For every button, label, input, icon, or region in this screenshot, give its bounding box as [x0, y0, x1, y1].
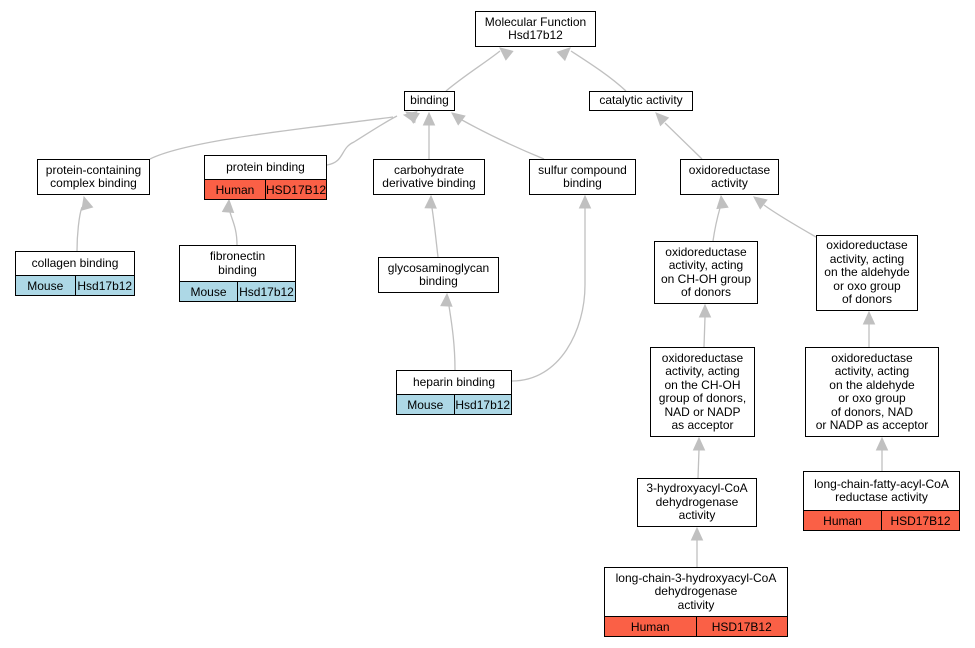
edge-catalytic-to-mf	[570, 50, 627, 92]
node-heparin-binding[interactable]: heparin binding Mouse Hsd17b12	[396, 370, 512, 415]
arrowhead-heparin-to-gag	[440, 292, 453, 307]
collagen-binding-species: Mouse	[16, 276, 76, 295]
node-protein-containing-complex-binding-label: protein-containing complex binding	[45, 162, 142, 190]
node-fibronectin-binding[interactable]: fibronectin binding Mouse Hsd17b12	[179, 245, 296, 302]
node-long-chain-3-hydroxyacyl-coa-dehydrogenase-label: long-chain-3-hydroxyacyl-CoA dehydrogena…	[615, 570, 777, 612]
long-chain-fatty-acyl-coa-reductase-gene: HSD17B12	[890, 513, 951, 528]
node-oxidoreductase-choh-donors-label: oxidoreductase activity, acting on CH-OH…	[660, 244, 752, 299]
long-chain-fatty-acyl-coa-reductase-annotation: Human HSD17B12	[804, 510, 959, 530]
node-long-chain-fatty-acyl-coa-reductase[interactable]: long-chain-fatty-acyl-CoA reductase acti…	[803, 471, 960, 531]
long-chain-3-hydroxyacyl-coa-dehydrogenase-gene: HSD17B12	[711, 619, 772, 634]
edge-chohdonor-to-oxido	[712, 207, 721, 242]
node-catalytic-activity[interactable]: catalytic activity	[589, 91, 693, 111]
edge-sulfur-to-binding	[461, 119, 545, 160]
node-binding-label: binding	[410, 93, 449, 108]
arrowhead-fibro-to-protein	[221, 198, 235, 213]
fibronectin-binding-species: Mouse	[180, 282, 238, 301]
edge-hcoa-to-chohnad	[697, 449, 700, 479]
node-carbohydrate-derivative-binding[interactable]: carbohydrate derivative binding	[373, 159, 485, 195]
node-long-chain-fatty-acyl-coa-reductase-label: long-chain-fatty-acyl-CoA reductase acti…	[814, 476, 949, 504]
arrowhead-hcoa-to-chohnad	[692, 436, 706, 451]
arrowhead-gag-to-carbo	[424, 194, 437, 209]
node-oxidoreductase-aldehyde-donors-label: oxidoreductase activity, acting on the a…	[824, 238, 910, 307]
node-protein-binding-label: protein binding	[226, 159, 305, 174]
arrowhead-heparin-to-sulfur	[578, 194, 592, 209]
heparin-binding-gene: Hsd17b12	[455, 397, 511, 412]
protein-binding-annotation: Human HSD17B12	[205, 179, 326, 199]
node-oxidoreductase-choh-nad-label: oxidoreductase activity, acting on the C…	[658, 350, 747, 432]
node-oxidoreductase-aldehyde-nad-label: oxidoreductase activity, acting on the a…	[815, 350, 929, 432]
edge-heparin-to-gag	[448, 305, 456, 371]
node-long-chain-3-hydroxyacyl-coa-dehydrogenase[interactable]: long-chain-3-hydroxyacyl-CoA dehydrogena…	[604, 567, 788, 637]
edge-oxido-to-catalytic	[664, 122, 703, 160]
arrowhead-catalytic-to-mf	[556, 47, 571, 62]
edge-binding-to-mf	[445, 50, 501, 92]
node-collagen-binding[interactable]: collagen binding Mouse Hsd17b12	[15, 251, 135, 296]
node-collagen-binding-label: collagen binding	[31, 255, 119, 270]
protein-binding-species: Human	[205, 180, 266, 199]
edge-gag-to-carbo	[431, 207, 439, 258]
arrowhead-binding-to-mf	[499, 47, 514, 61]
arrowhead-aldonad-to-aldo	[862, 310, 876, 325]
node-oxidoreductase-choh-donors[interactable]: oxidoreductase activity, acting on CH-OH…	[654, 241, 758, 304]
node-oxidoreductase-activity-label: oxidoreductase activity	[688, 162, 771, 190]
node-binding[interactable]: binding	[404, 91, 455, 111]
arrowhead-protein-to-binding	[404, 111, 420, 124]
node-catalytic-activity-label: catalytic activity	[599, 93, 683, 108]
node-molecular-function-label: Molecular Function Hsd17b12	[484, 14, 587, 42]
fibronectin-binding-gene: Hsd17b12	[239, 284, 294, 299]
node-oxidoreductase-activity[interactable]: oxidoreductase activity	[680, 159, 779, 195]
arrowhead-lcfa-to-aldonad	[875, 436, 889, 451]
long-chain-3-hydroxyacyl-coa-dehydrogenase-annotation: Human HSD17B12	[605, 616, 787, 636]
node-sulfur-compound-binding[interactable]: sulfur compound binding	[529, 159, 636, 195]
node-sulfur-compound-binding-label: sulfur compound binding	[538, 162, 627, 190]
edge-pcc-to-binding	[149, 116, 394, 160]
node-fibronectin-binding-label: fibronectin binding	[209, 249, 266, 277]
node-oxidoreductase-choh-nad[interactable]: oxidoreductase activity, acting on the C…	[650, 347, 755, 437]
node-protein-containing-complex-binding[interactable]: protein-containing complex binding	[37, 159, 150, 195]
arrowhead-lchcoa-to-hcoa	[690, 526, 704, 541]
edge-heparin-to-sulfur	[511, 208, 586, 382]
arrowhead-chohnad-to-chohdonor	[698, 303, 712, 318]
arrowhead-chohdonor-to-oxido	[716, 194, 729, 210]
node-molecular-function[interactable]: Molecular Function Hsd17b12	[475, 11, 596, 47]
arrowhead-collagen-to-pcc	[81, 195, 94, 211]
long-chain-fatty-acyl-coa-reductase-species: Human	[804, 511, 882, 530]
heparin-binding-species: Mouse	[397, 395, 455, 414]
node-3-hydroxyacyl-coa-dehydrogenase[interactable]: 3-hydroxyacyl-CoA dehydrogenase activity	[637, 478, 757, 527]
node-heparin-binding-label: heparin binding	[412, 374, 496, 389]
node-carbohydrate-derivative-binding-label: carbohydrate derivative binding	[382, 162, 476, 190]
node-glycosaminoglycan-binding[interactable]: glycosaminoglycan binding	[378, 257, 499, 293]
node-protein-binding[interactable]: protein binding Human HSD17B12	[204, 155, 327, 200]
edge-chohnad-to-chohdonor	[703, 316, 706, 348]
heparin-binding-annotation: Mouse Hsd17b12	[397, 394, 511, 414]
node-oxidoreductase-aldehyde-nad[interactable]: oxidoreductase activity, acting on the a…	[805, 347, 939, 437]
arrowhead-aldo-to-oxido	[753, 196, 768, 210]
arrowhead-sulfur-to-binding	[451, 112, 466, 126]
fibronectin-binding-annotation: Mouse Hsd17b12	[180, 281, 295, 301]
arrowhead-oxido-to-catalytic	[655, 112, 670, 127]
edge-collagen-to-pcc	[76, 206, 83, 252]
long-chain-3-hydroxyacyl-coa-dehydrogenase-species: Human	[605, 617, 697, 636]
protein-binding-gene: HSD17B12	[265, 182, 326, 197]
arrowhead-carbo-to-binding	[422, 111, 436, 126]
edge-aldo-to-oxido	[763, 204, 817, 238]
edge-protein-to-binding	[326, 115, 398, 166]
collagen-binding-annotation: Mouse Hsd17b12	[16, 275, 134, 295]
node-glycosaminoglycan-binding-label: glycosaminoglycan binding	[387, 260, 490, 288]
node-oxidoreductase-aldehyde-donors[interactable]: oxidoreductase activity, acting on the a…	[816, 235, 918, 311]
edge-fibro-to-protein	[229, 211, 238, 246]
collagen-binding-gene: Hsd17b12	[77, 278, 133, 293]
node-3-hydroxyacyl-coa-dehydrogenase-label: 3-hydroxyacyl-CoA dehydrogenase activity	[646, 481, 748, 523]
